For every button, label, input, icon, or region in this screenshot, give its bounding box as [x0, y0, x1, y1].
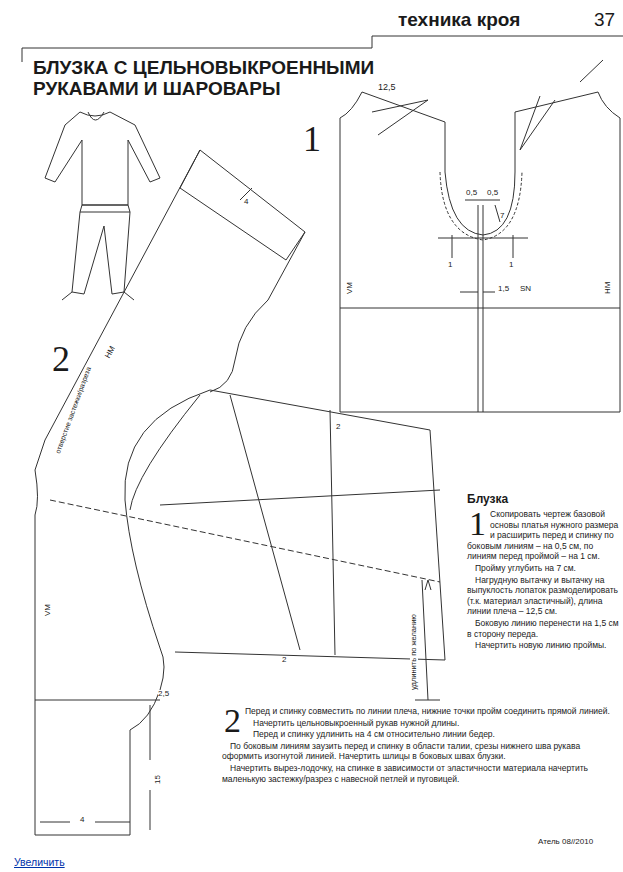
dimension: 4 — [244, 198, 248, 207]
instruction-text: Нагрудную вытачку и вытачку на выпуклост… — [467, 575, 619, 617]
dimension: 0,5 — [466, 189, 477, 198]
dimension: 1 — [509, 261, 513, 270]
zoom-link: Увеличить — [14, 857, 65, 869]
instruction-text: Перед и спинку совместить по линии плеча… — [222, 706, 618, 717]
line-mark: SN — [520, 285, 531, 294]
section-heading: Блузка — [467, 492, 619, 506]
dimension: 4 — [80, 816, 84, 825]
step-number: 2 — [224, 706, 241, 736]
instructions-column: Блузка 1Скопировать чертеж базовой основы… — [467, 492, 619, 652]
figure-number: 1 — [303, 120, 321, 160]
instruction-text: Начертить новую линию проймы. — [467, 640, 619, 651]
step-number: 1 — [469, 509, 486, 539]
dimension: 0,5 — [487, 189, 498, 198]
line-mark: VM — [44, 604, 53, 616]
instruction-text: Боковую линию перенести на 1,5 см в стор… — [467, 618, 619, 639]
instructions-block: 2Перед и спинку совместить по линии плеч… — [222, 706, 618, 785]
dimension: 2 — [336, 423, 340, 432]
instruction-text: Перед и спинку удлинить на 4 см относите… — [222, 729, 618, 740]
dimension: 7 — [500, 212, 504, 221]
instruction-text: Начертить вырез-лодочку, на спинке в зав… — [222, 763, 618, 784]
dimension: 1 — [448, 261, 452, 270]
dimension: 2,5 — [158, 690, 169, 699]
instruction-text: Начертить цельновыкроенный рукав нужной … — [222, 718, 618, 729]
figure-number: 2 — [52, 340, 70, 380]
instruction-text: По боковым линиям заузить перед и спинку… — [222, 741, 618, 762]
line-mark: HM — [104, 345, 118, 360]
line-mark: VM — [346, 282, 355, 294]
dimension: 2 — [282, 656, 286, 665]
dimension: 12,5 — [378, 83, 396, 93]
instruction-text: Скопировать чертеж базовой основы платья… — [467, 509, 619, 562]
line-mark: HM — [604, 282, 613, 294]
header-section: техника кроя — [398, 10, 520, 31]
page-number: 37 — [594, 10, 615, 31]
instruction-text: Пройму углубить на 7 см. — [467, 563, 619, 574]
note: удлинить по желанию — [410, 614, 418, 690]
dimension: 15 — [154, 775, 163, 784]
issue-caption: Атель 08//2010 — [538, 838, 593, 847]
dimension: 1,5 — [498, 285, 509, 294]
